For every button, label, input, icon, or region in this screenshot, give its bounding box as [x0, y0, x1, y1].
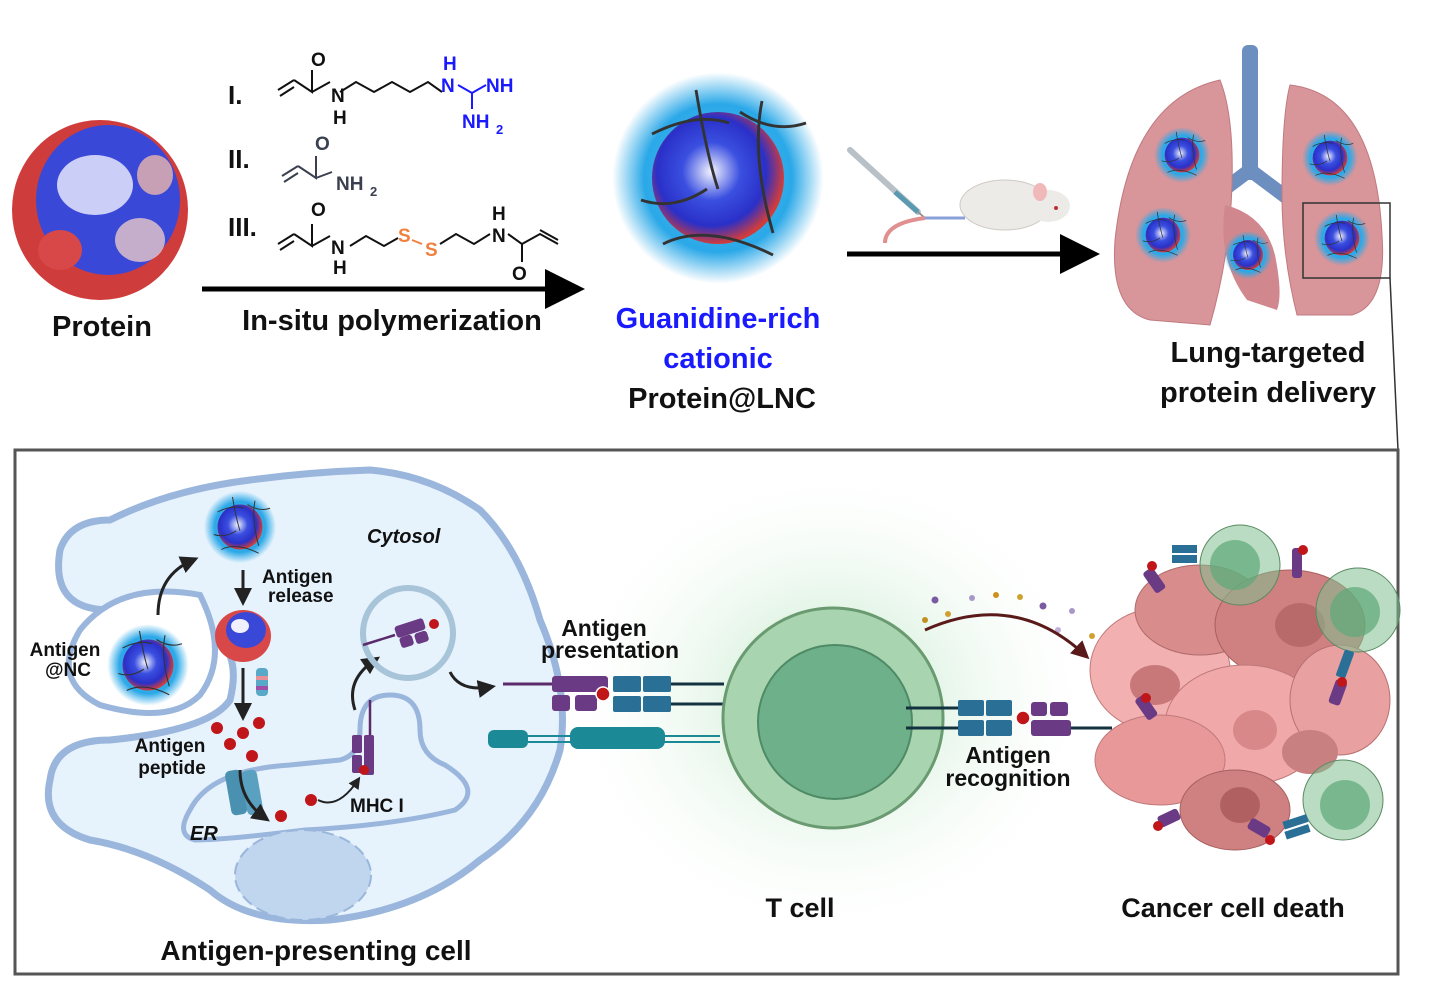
monomer-1: I. O N H H N NH NH 2 [228, 50, 513, 137]
lung-nanocapsule-3 [1134, 206, 1192, 264]
svg-text:N: N [441, 76, 455, 97]
recognition-label-line1: Antigen [965, 742, 1051, 768]
svg-text:NH: NH [486, 76, 513, 97]
svg-text:O: O [311, 200, 326, 221]
polymerization-label: In-situ polymerization [242, 305, 542, 337]
svg-text:H: H [333, 108, 347, 129]
svg-text:H: H [492, 204, 506, 225]
antigen-nc-label-line1: Antigen [30, 640, 101, 661]
svg-text:N: N [331, 86, 345, 107]
protein-nanocapsule-icon [610, 70, 826, 286]
svg-text:S: S [398, 226, 411, 247]
antigen-peptide-label-line1: Antigen [135, 736, 206, 757]
presentation-label-line2: presentation [541, 637, 679, 663]
tcell-label: T cell [765, 893, 834, 923]
svg-text:2: 2 [370, 184, 377, 199]
antigen-peptide-label-line2: peptide [138, 758, 206, 779]
cytotoxic-granules [922, 592, 1095, 639]
cytotoxic-arrow [924, 613, 1090, 660]
presentation-label-line1: Antigen [561, 615, 647, 641]
er-label: ER [190, 823, 218, 845]
svg-text:II.: II. [228, 144, 250, 174]
svg-text:N: N [331, 238, 345, 259]
nanocapsule-label-line2: cationic [663, 343, 773, 375]
svg-text:O: O [512, 264, 527, 285]
lung-nanocapsule-2 [1301, 129, 1359, 187]
lung-nanocapsule-1 [1153, 126, 1211, 184]
vesicle-icon [360, 585, 456, 681]
released-protein-icon [215, 610, 271, 662]
syringe-icon [847, 147, 926, 219]
svg-text:NH: NH [462, 112, 489, 133]
lung-label-line2: protein delivery [1160, 377, 1376, 409]
cancer-label: Cancer cell death [1121, 893, 1345, 923]
zoom-connector-line [1389, 277, 1399, 451]
lung-label-line1: Lung-targeted [1171, 337, 1366, 369]
t-cell-nucleus [757, 644, 913, 800]
svg-text:NH: NH [336, 174, 363, 195]
svg-text:H: H [443, 54, 457, 75]
costimulatory-molecule [488, 727, 720, 749]
loading-arrow [317, 776, 361, 804]
tap-arrow [238, 769, 270, 822]
svg-text:N: N [492, 226, 506, 247]
uptake-arrow [156, 556, 199, 616]
antigen-peptides [211, 717, 317, 822]
exocytosis-arrow [448, 671, 496, 698]
antigen-release-label-line1: Antigen [262, 567, 333, 588]
svg-text:H: H [333, 258, 347, 279]
lungs-icon [1113, 45, 1384, 326]
nucleus [234, 829, 372, 921]
mhc-i-label: MHC I [350, 796, 404, 817]
cytosol-label: Cytosol [367, 526, 441, 548]
antigen-nc-icon [106, 623, 190, 707]
svg-text:O: O [315, 134, 330, 155]
protein-label: Protein [52, 311, 152, 343]
antigen-nc-label-line2: @NC [45, 660, 91, 681]
endoplasmic-reticulum [181, 692, 471, 843]
mhc-tcr-complex-presentation [503, 676, 724, 712]
lung-nanocapsule-5 [1313, 209, 1371, 267]
tcr-mhc-complex-recognition [906, 700, 1112, 736]
svg-text:O: O [311, 50, 326, 71]
protein-structure-icon [12, 120, 188, 300]
mhc-i-icon [352, 700, 374, 775]
lung-nanocapsule-4 [1223, 230, 1273, 280]
svg-text:III.: III. [228, 212, 257, 242]
surface-receptors [1135, 545, 1354, 845]
mouse-icon [883, 179, 1070, 244]
monomer-1-numeral: I. [228, 80, 242, 110]
nanocapsule-label-line3: Protein@LNC [628, 383, 816, 415]
svg-text:S: S [425, 240, 438, 261]
mechanism-panel-frame [13, 448, 1400, 976]
internalized-nc-icon [203, 490, 277, 564]
nanocapsule-label-line1: Guanidine-rich [616, 303, 821, 335]
attacking-t-cells [1199, 524, 1401, 841]
monomer-3-crosslinker: III. O N H S S H N O [228, 200, 559, 285]
antigen-release-label-line2: release [268, 586, 334, 607]
transport-arrow [351, 656, 380, 711]
monomer-2: II. O NH 2 [228, 134, 377, 199]
apc-label: Antigen-presenting cell [160, 935, 471, 966]
zoom-inset-box [1302, 202, 1391, 279]
proteasome-icon [256, 668, 268, 696]
recognition-label-line2: recognition [945, 765, 1070, 791]
svg-text:2: 2 [496, 122, 503, 137]
